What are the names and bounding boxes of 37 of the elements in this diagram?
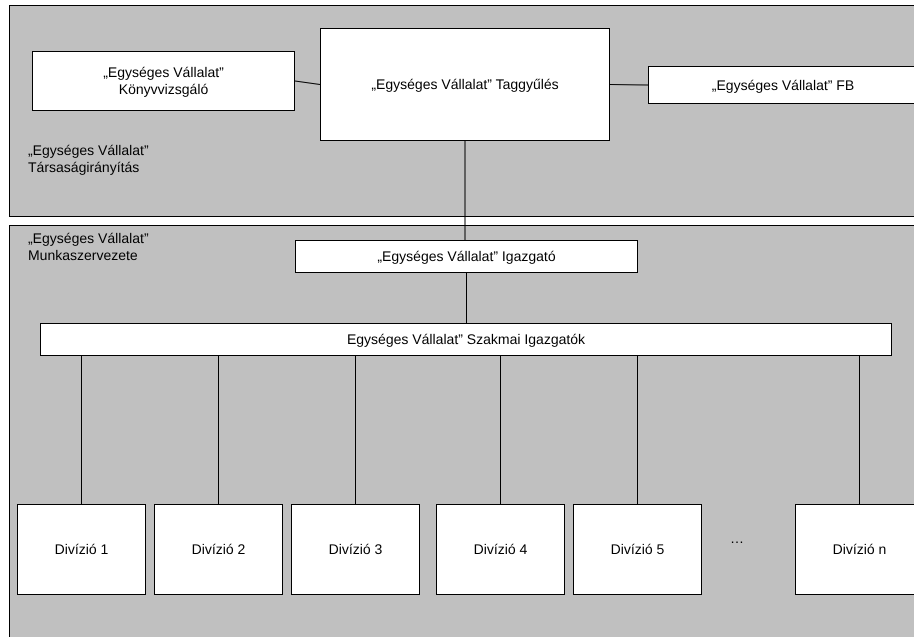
org-box (17, 504, 146, 595)
connector-line (218, 356, 219, 504)
box-label: Divízió 4 (474, 541, 528, 558)
connector-line (464, 140, 466, 240)
org-box (320, 28, 610, 141)
box-label: „Egységes Vállalat” Könyvvizsgáló (102, 64, 225, 98)
connector-line (81, 356, 82, 504)
org-box (32, 51, 295, 111)
box-label: „Egységes Vállalat” Igazgató (377, 248, 556, 265)
connector-line (637, 356, 638, 504)
connector-line (610, 84, 648, 86)
org-box (295, 240, 638, 273)
ellipsis-label: … (730, 530, 744, 546)
box-label: „Egységes Vállalat” FB (712, 76, 854, 94)
box-label: Divízió 5 (610, 541, 664, 558)
org-box (40, 323, 892, 356)
group-panel (9, 225, 914, 637)
org-box (154, 504, 283, 595)
box-label: Divízió 2 (192, 541, 246, 558)
group-panel (9, 5, 914, 217)
box-label: „Egységes Vállalat” Taggyűlés (371, 76, 559, 93)
org-box (291, 504, 420, 595)
box-label: Divízió 1 (54, 541, 108, 558)
box-label: Divízió n (832, 541, 886, 558)
box-label: Egységes Vállalat” Szakmai Igazgatók (346, 331, 586, 348)
box-label: Divízió 3 (328, 541, 382, 558)
connector-line (466, 272, 467, 324)
connector-line (500, 356, 501, 504)
panel-title: „Egységes Vállalat” Munkaszervezete (28, 230, 150, 264)
panel-title: „Egységes Vállalat” Társaságirányítás (28, 142, 150, 176)
connector-line (294, 80, 320, 85)
org-box (573, 504, 702, 595)
connector-line (859, 356, 860, 504)
org-box (436, 504, 565, 595)
org-box (795, 504, 914, 595)
connector-line (355, 356, 356, 504)
org-box (648, 66, 914, 104)
